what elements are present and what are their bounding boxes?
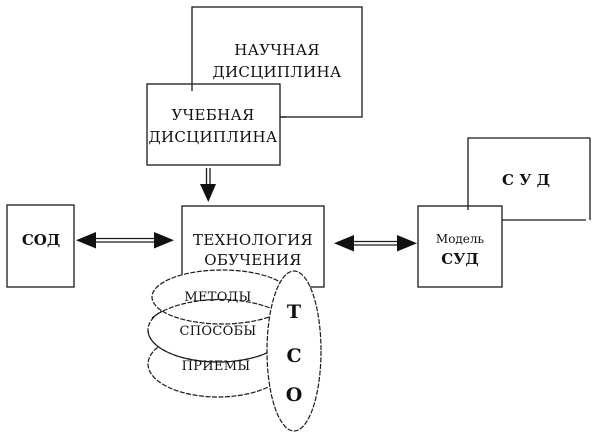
arrow-sod-technology [76,232,174,249]
learning-technology-line1: ТЕХНОЛОГИЯ [193,231,313,249]
sod-label: СОД [22,231,60,249]
sud-model-line2: СУД [441,250,478,268]
scientific-discipline-line2: ДИСЦИПЛИНА [212,63,341,81]
academic-discipline-line2: ДИСЦИПЛИНА [148,128,277,146]
sod-box: СОД [6,204,75,288]
arrow-technology-sud-model [334,235,417,252]
sud-model-line1: Модель [436,232,485,246]
learning-technology-line2: ОБУЧЕНИЯ [204,251,301,269]
sud-box: С У Д [467,137,591,221]
arrow-academic-to-technology [200,168,216,202]
techniques-label: ПРИЕМЫ [182,359,251,374]
ways-ellipse-lower-arc [147,329,289,363]
sud-model-box: Модель СУД [417,205,503,288]
tso-letter-s: С [286,345,301,367]
scientific-discipline-line1: НАУЧНАЯ [234,41,320,59]
academic-discipline-line1: УЧЕБНАЯ [171,106,254,124]
ways-label: СПОСОБЫ [180,324,257,339]
academic-discipline-box: УЧЕБНАЯ ДИСЦИПЛИНА [146,83,286,166]
methods-label: МЕТОДЫ [184,290,251,305]
sud-label: С У Д [502,171,550,189]
tso-letter-t: Т [287,301,301,323]
tso-ellipse: Т С О [266,270,322,432]
tso-letter-o: О [286,384,303,406]
